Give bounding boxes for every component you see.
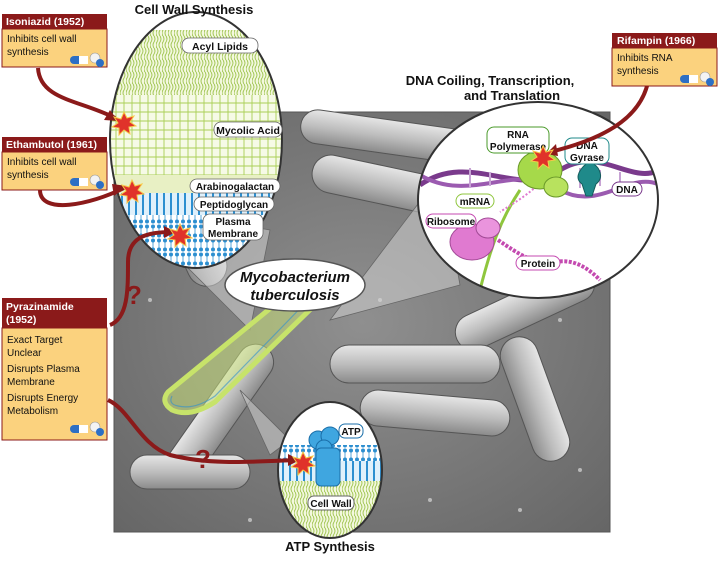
drug-arrows (36, 67, 650, 465)
plasma-membrane-label-line2: Membrane (208, 229, 258, 240)
dna-zoom: RNA Polymerase DNA Gyrase DNA mRNA Ribos… (417, 101, 659, 299)
isoniazid-desc-line1: Inhibits cell wall (7, 34, 76, 45)
pill-icon (70, 421, 104, 436)
burst-icon (110, 110, 138, 137)
rna-polymerase-label-line1: RNA (507, 130, 529, 141)
burst-icon (118, 178, 146, 205)
dna-gyrase-label-line1: DNA (576, 141, 598, 152)
ethambutol-desc-line2: synthesis (7, 170, 49, 181)
dna-gyrase-label-line2: Gyrase (570, 153, 604, 164)
cell-wall-label: Cell Wall (310, 499, 352, 510)
isoniazid-arrow (36, 67, 116, 120)
pyrazinamide-desc-line2: Unclear (7, 348, 42, 359)
acyl-lipids-label: Acyl Lipids (192, 41, 248, 53)
ethambutol-desc-line1: Inhibits cell wall (7, 157, 76, 168)
atp-synthase-shape (308, 426, 341, 487)
pyrazinamide-desc-line5: Disrupts Energy (7, 393, 78, 404)
ethambutol-name: Ethambutol (1961) (6, 139, 97, 151)
arabinogalactan-label: Arabinogalactan (196, 182, 274, 193)
mrna-label: mRNA (460, 197, 491, 208)
rifampin-desc-line1: Inhibits RNA (617, 53, 673, 64)
rifampin-name: Rifampin (1966) (617, 35, 695, 47)
atp-synthesis-heading: ATP Synthesis (285, 539, 375, 554)
peptidoglycan-label: Peptidoglycan (200, 200, 268, 211)
mrna-strand (478, 189, 522, 291)
protein-label: Protein (521, 259, 555, 270)
pill-icon (680, 71, 714, 86)
isoniazid-desc-line2: synthesis (7, 47, 49, 58)
ribosome-label: Ribosome (427, 217, 476, 228)
protein-chain (496, 238, 602, 282)
dna-heading-line1: DNA Coiling, Transcription, (406, 73, 575, 88)
pill-icon (70, 52, 104, 67)
pyrazinamide-membrane-arrow (109, 230, 173, 327)
drug-box-isoniazid: Isoniazid (1952) Inhibits cell wall synt… (1, 14, 108, 68)
dna-heading-line2: and Translation (464, 88, 560, 103)
pyrazinamide-desc-line6: Metabolism (7, 406, 58, 417)
pyrazinamide-desc-line3: Disrupts Plasma (7, 364, 80, 375)
unknown-target-question-1: ? (126, 280, 142, 310)
rifampin-desc-line2: synthesis (617, 66, 659, 77)
pyrazinamide-desc-line4: Membrane (7, 377, 55, 388)
drug-box-ethambutol: Ethambutol (1961) Inhibits cell wall syn… (1, 137, 108, 191)
unknown-target-question-2: ? (195, 444, 211, 474)
inhibition-bursts (110, 110, 557, 477)
pyrazinamide-atp-arrow (107, 398, 297, 465)
rna-polymerase-label-line2: Polymerase (490, 142, 547, 153)
atp-label: ATP (341, 427, 361, 438)
mycolic-acid-label: Mycolic Acid (216, 125, 280, 137)
burst-icon (166, 222, 194, 249)
isoniazid-name: Isoniazid (1952) (6, 16, 84, 28)
drug-box-rifampin: Rifampin (1966) Inhibits RNA synthesis (611, 33, 718, 87)
organism-name-line1: Mycobacterium (240, 269, 350, 286)
ethambutol-arrow (38, 186, 125, 208)
dna-label: DNA (616, 185, 638, 196)
drug-box-pyrazinamide: Pyrazinamide (1952) Exact Target Unclear… (1, 298, 108, 441)
burst-icon (529, 144, 557, 171)
organism-name-line2: tuberculosis (250, 287, 339, 304)
organism-label: Mycobacterium tuberculosis (224, 258, 366, 312)
burst-icon (289, 450, 317, 477)
rifampin-arrow (549, 81, 650, 154)
pill-icon (70, 174, 104, 189)
cell-wall-synthesis-heading: Cell Wall Synthesis (135, 2, 254, 17)
pyrazinamide-desc-line1: Exact Target (7, 335, 63, 346)
pyrazinamide-name-line2: (1952) (6, 314, 36, 326)
pyrazinamide-name-line1: Pyrazinamide (6, 301, 74, 313)
plasma-membrane-label-line1: Plasma (215, 217, 250, 228)
